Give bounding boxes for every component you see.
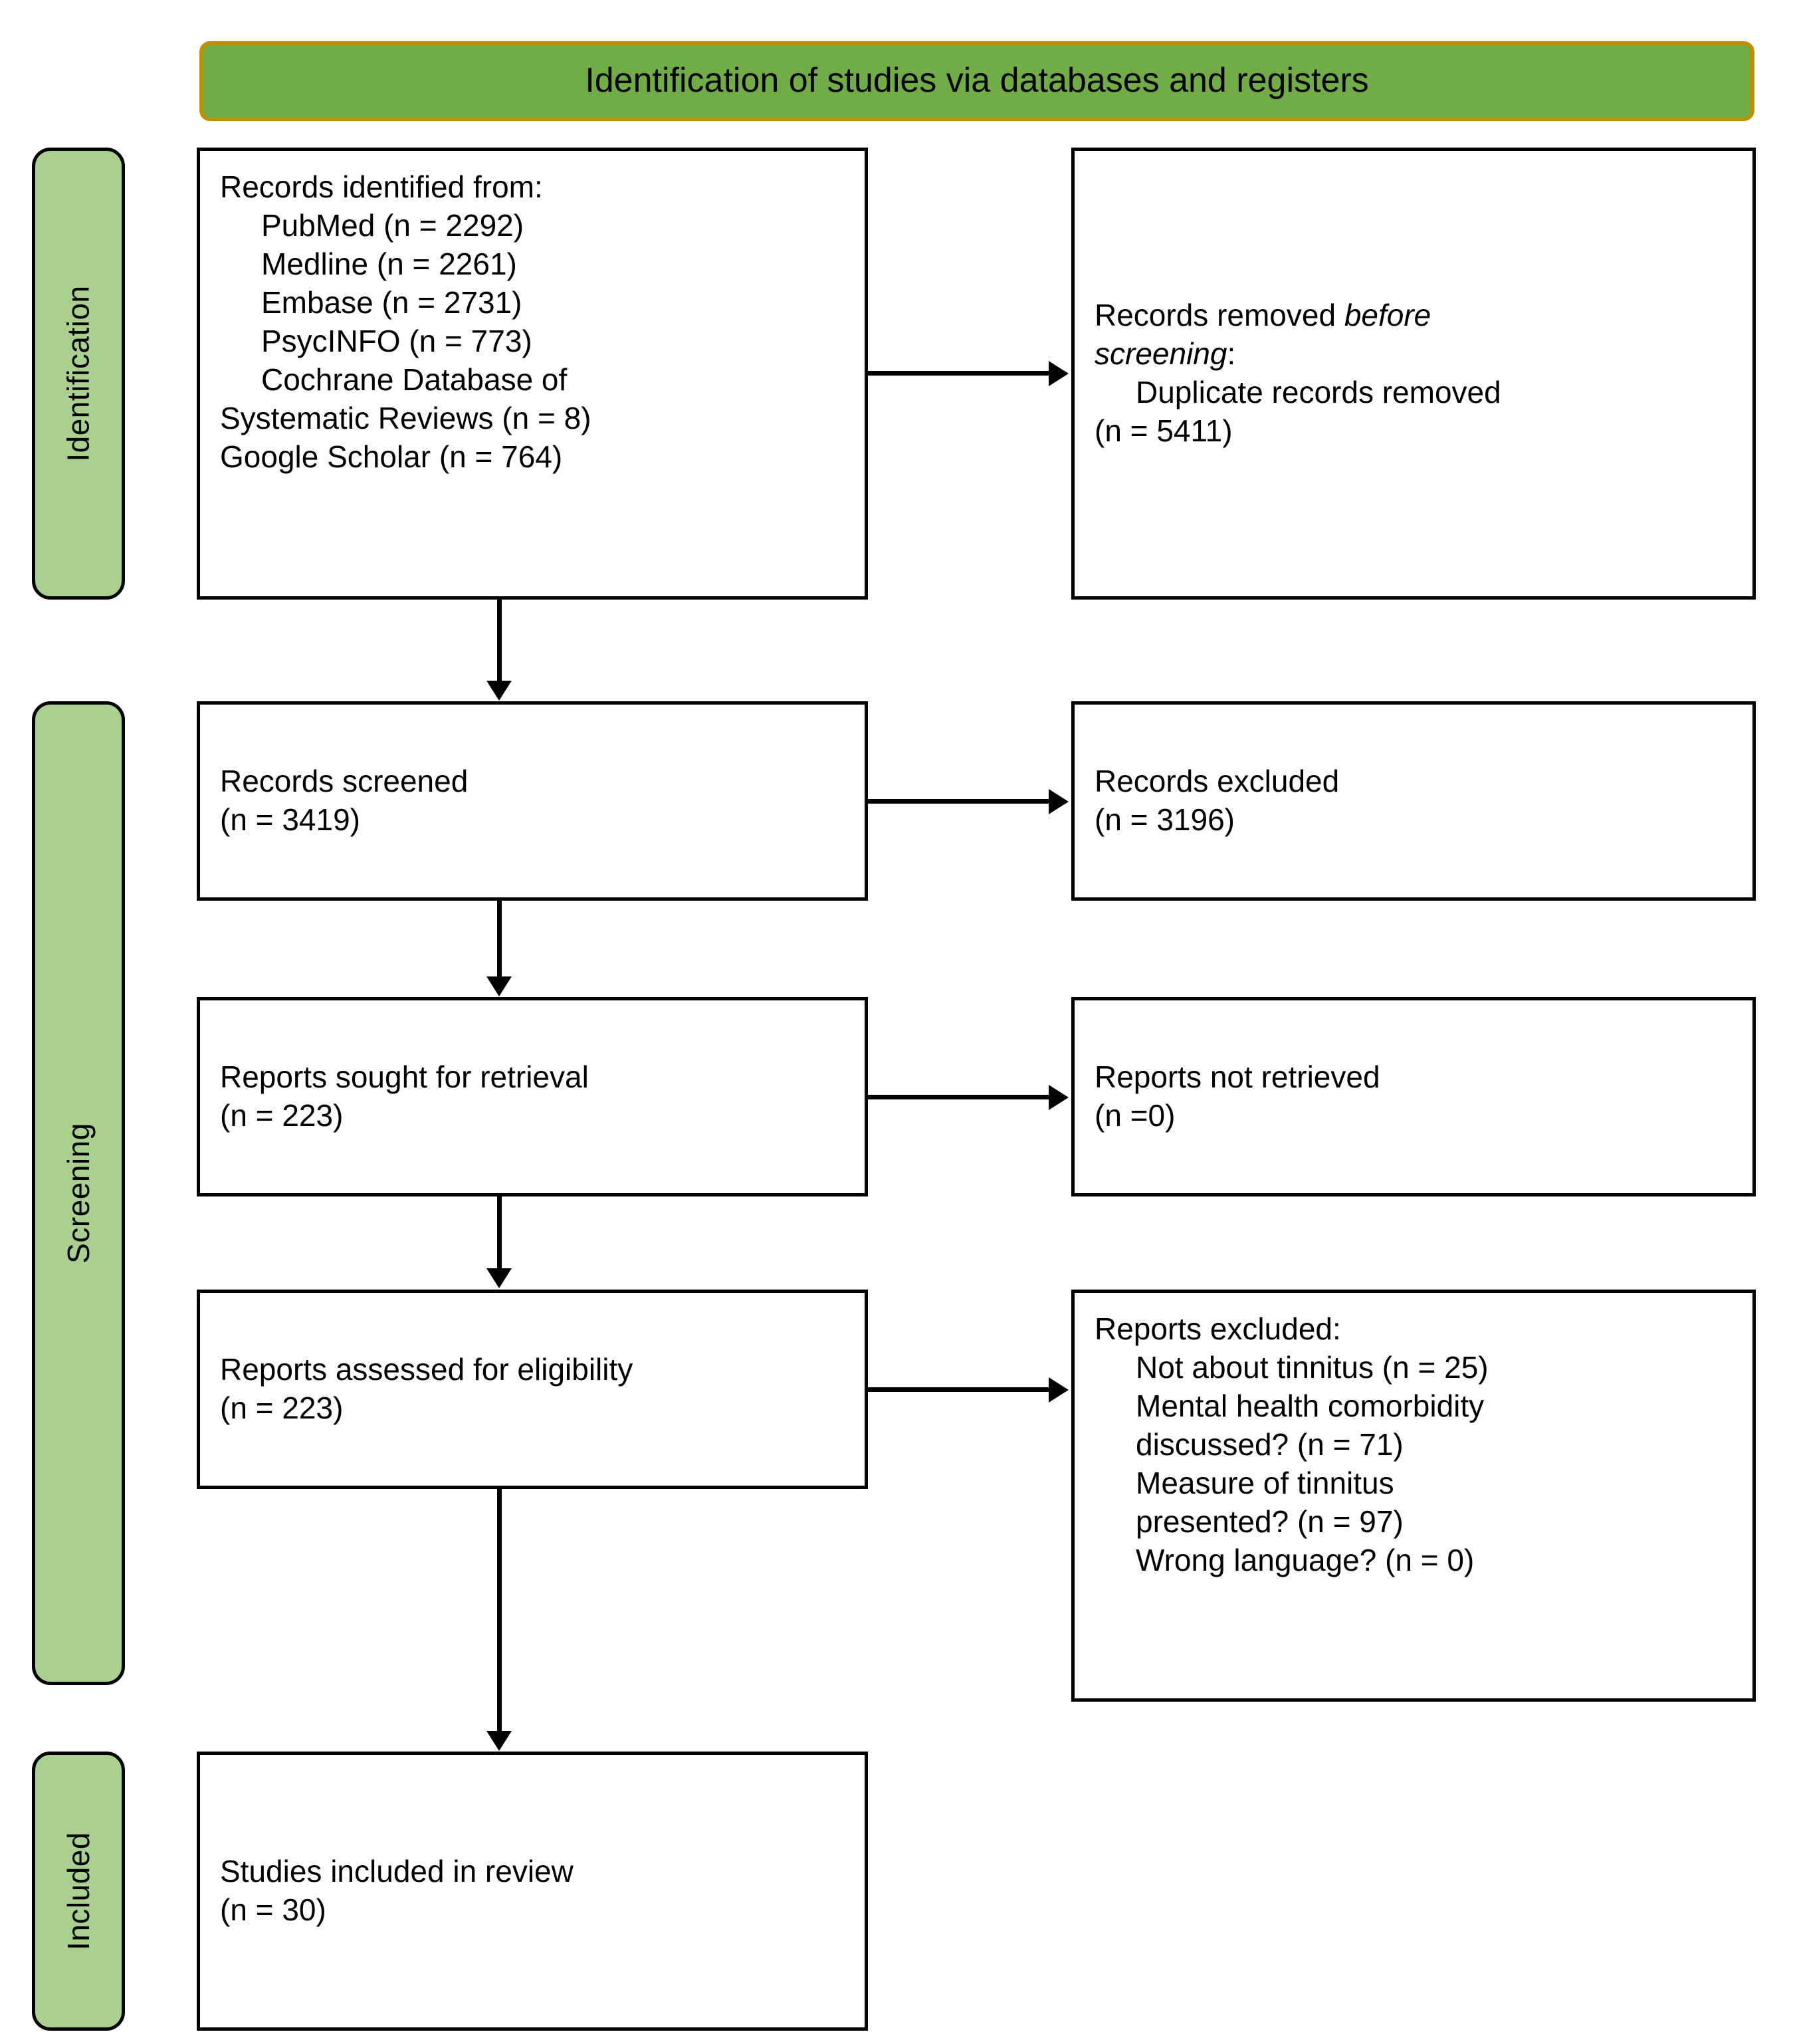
arrow-identified-to-removed-line [868, 371, 1049, 376]
arrow-screened-to-sought-line [497, 901, 502, 976]
arrow-assessed-to-included-line [497, 1489, 502, 1731]
stage-label-screening: Screening [32, 701, 125, 1685]
box-records-identified: Records identified from: PubMed (n = 229… [197, 148, 868, 600]
box-reports-excluded: Reports excluded: Not about tinnitus (n … [1071, 1290, 1756, 1702]
reports-excluded-item: presented? (n = 97) [1136, 1504, 1404, 1539]
records-identified-item: PubMed (n = 2292) [261, 207, 524, 243]
reports-excluded-heading: Reports excluded: [1095, 1311, 1341, 1346]
records-excluded-heading: Records excluded [1095, 764, 1340, 799]
records-removed-heading-colon: : [1227, 336, 1236, 372]
arrow-identified-to-screened-head [486, 681, 512, 701]
reports-excluded-item: Not about tinnitus (n = 25) [1136, 1349, 1489, 1385]
reports-excluded-item: Measure of tinnitus [1136, 1465, 1394, 1500]
records-identified-item: Google Scholar (n = 764) [220, 439, 563, 474]
reports-not-retrieved-count: (n =0) [1095, 1098, 1176, 1133]
records-removed-heading-line1: Records removed before [1095, 296, 1733, 335]
diagram-banner: Identification of studies via databases … [199, 41, 1754, 121]
reports-sought-count: (n = 223) [220, 1098, 344, 1133]
arrow-assessed-to-included-head [486, 1731, 512, 1751]
arrow-identified-to-removed-head [1049, 361, 1069, 386]
records-removed-heading-plain: Records removed [1095, 298, 1344, 333]
arrow-identified-to-screened-line [497, 600, 502, 681]
records-identified-item: Systematic Reviews (n = 8) [220, 400, 591, 435]
records-excluded-count: (n = 3196) [1095, 802, 1235, 837]
records-removed-item: (n = 5411) [1095, 413, 1233, 448]
box-reports-sought: Reports sought for retrieval (n = 223) [197, 997, 868, 1196]
box-reports-assessed: Reports assessed for eligibility (n = 22… [197, 1290, 868, 1489]
arrow-sought-to-not-retrieved-head [1049, 1085, 1069, 1110]
records-screened-heading: Records screened [220, 764, 469, 799]
arrow-screened-to-excluded-head [1049, 789, 1069, 814]
records-identified-item: Cochrane Database of [261, 362, 568, 397]
records-identified-item: PsycINFO (n = 773) [261, 323, 532, 358]
box-records-excluded: Records excluded (n = 3196) [1071, 701, 1756, 901]
arrow-assessed-to-reports-excluded-head [1049, 1377, 1069, 1403]
reports-assessed-count: (n = 223) [220, 1391, 344, 1425]
arrow-screened-to-sought-head [486, 976, 512, 996]
records-identified-heading: Records identified from: [220, 170, 543, 204]
stage-label-screening-text: Screening [61, 1123, 96, 1264]
reports-not-retrieved-heading: Reports not retrieved [1095, 1060, 1380, 1095]
stage-label-identification-text: Identification [61, 285, 96, 462]
box-records-removed: Records removed before screening: Duplic… [1071, 148, 1756, 600]
records-identified-item: Medline (n = 2261) [261, 246, 517, 281]
reports-excluded-item: Wrong language? (n = 0) [1136, 1542, 1475, 1577]
box-records-screened: Records screened (n = 3419) [197, 701, 868, 901]
records-identified-item: Embase (n = 2731) [261, 284, 522, 320]
arrow-sought-to-not-retrieved-line [868, 1095, 1049, 1099]
records-removed-item: Duplicate records removed [1136, 375, 1501, 409]
studies-included-heading: Studies included in review [220, 1854, 574, 1889]
stage-label-included: Included [32, 1752, 125, 2031]
studies-included-count: (n = 30) [220, 1892, 326, 1927]
stage-label-identification: Identification [32, 148, 125, 600]
reports-excluded-item: discussed? (n = 71) [1136, 1426, 1404, 1462]
arrow-screened-to-excluded-line [868, 799, 1049, 804]
records-removed-heading-italic2: screening [1095, 336, 1227, 372]
stage-label-included-text: Included [61, 1832, 96, 1950]
reports-sought-heading: Reports sought for retrieval [220, 1060, 589, 1095]
reports-excluded-item: Mental health comorbidity [1136, 1388, 1485, 1423]
arrow-assessed-to-reports-excluded-line [868, 1387, 1049, 1392]
records-removed-heading-line2: screening: [1095, 335, 1733, 374]
box-reports-not-retrieved: Reports not retrieved (n =0) [1071, 997, 1756, 1196]
arrow-sought-to-assessed-line [497, 1196, 502, 1268]
records-removed-heading-italic: before [1344, 298, 1431, 333]
reports-assessed-heading: Reports assessed for eligibility [220, 1352, 633, 1387]
records-screened-count: (n = 3419) [220, 802, 360, 837]
banner-title: Identification of studies via databases … [585, 61, 1369, 100]
arrow-sought-to-assessed-head [486, 1268, 512, 1288]
box-studies-included: Studies included in review (n = 30) [197, 1752, 868, 2031]
